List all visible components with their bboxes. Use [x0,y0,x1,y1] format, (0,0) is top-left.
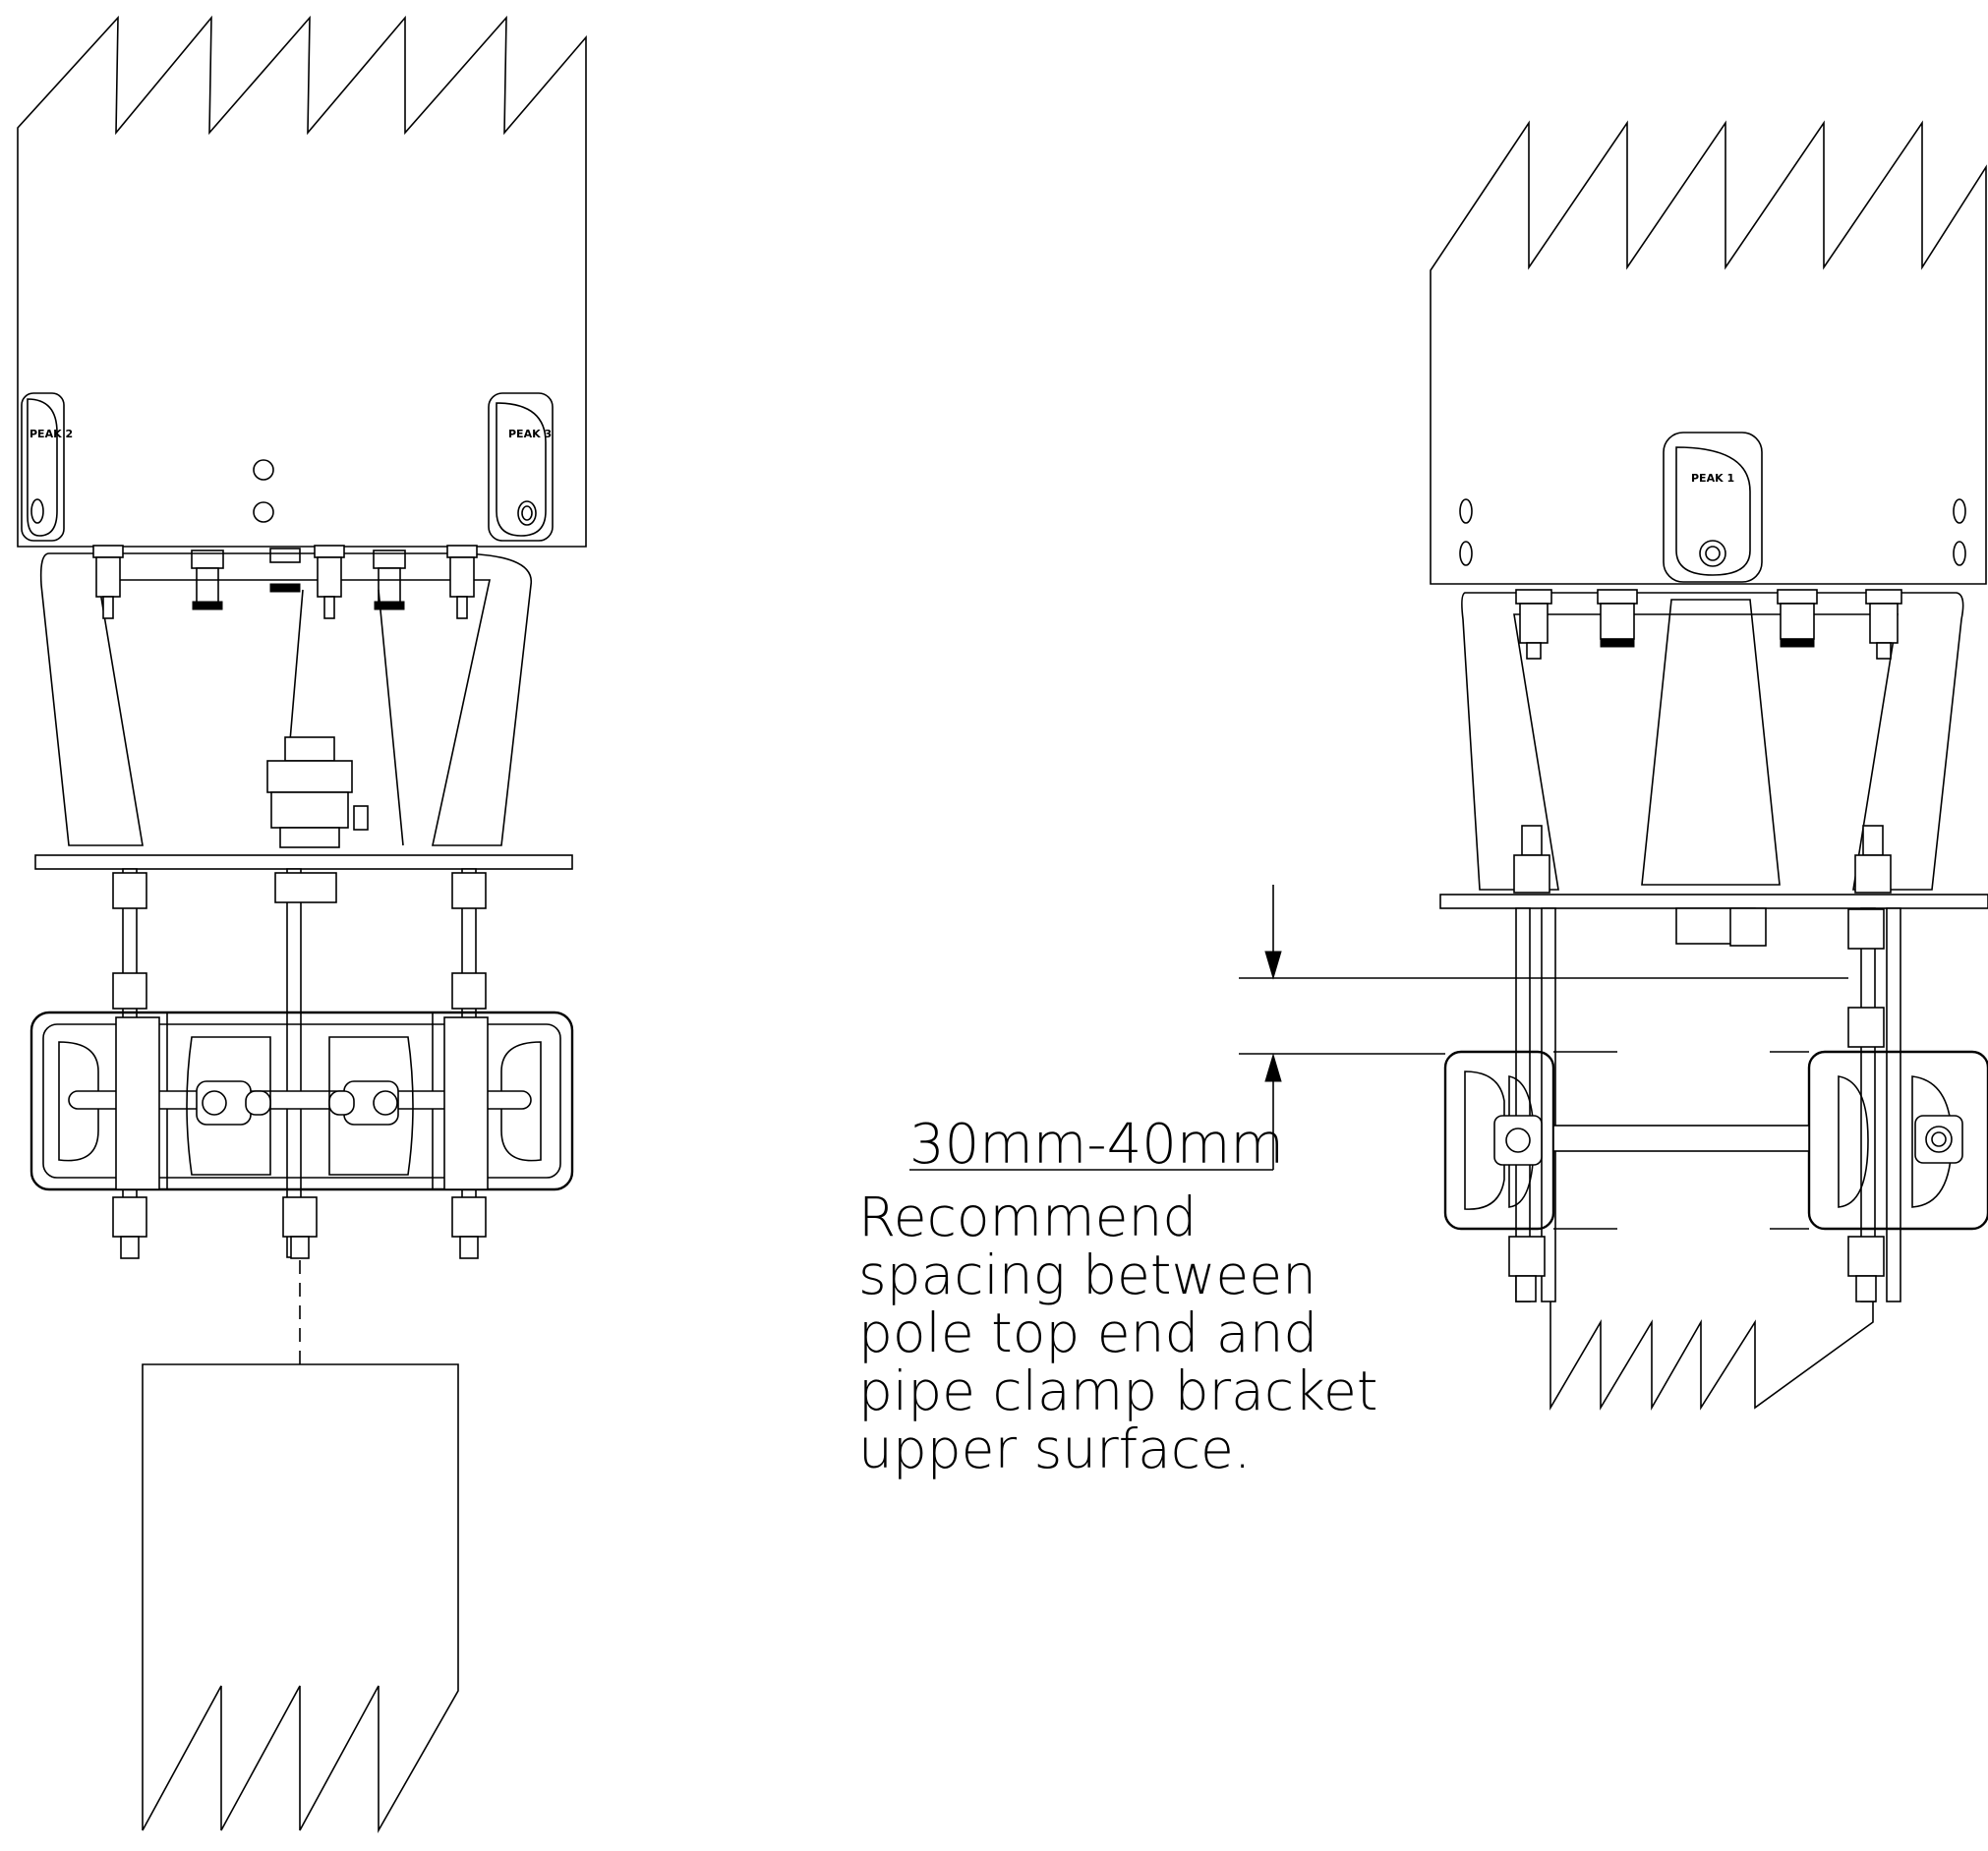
right-top-bolts [1515,589,1902,660]
note-line-4: pipe clamp bracket [858,1359,1377,1422]
left-hole-top [253,459,274,481]
port-plate-peak-3: PEAK 3 [488,392,554,542]
left-top-bolts [92,545,478,619]
right-pipe-clamp [1443,1050,1988,1231]
left-antenna-housing [17,15,587,548]
recommendation-note: Recommend spacing between pole top end a… [858,1186,1377,1480]
right-connectors [1597,589,1818,648]
dimension-lines [909,885,1848,1171]
left-center-stud [266,736,369,848]
left-bracket [39,552,532,846]
right-hole-3 [1953,498,1966,524]
right-pole [1549,1301,1874,1411]
note-line-3: pole top end and [858,1301,1317,1364]
right-rod-nuts [1508,908,1885,1302]
note-line-1: Recommend [858,1186,1197,1248]
left-pipe-clamp [29,1011,574,1191]
right-mounting-plate [1439,894,1988,909]
right-hole-2 [1459,541,1473,566]
right-center-stem [1641,599,1781,886]
port-label-peak-2: PEAK 2 [29,428,73,440]
right-hole-4 [1953,541,1966,566]
dimension-value: 30mm-40mm [909,1113,1284,1177]
right-hole-1 [1459,498,1473,524]
right-antenna-housing [1430,120,1987,585]
port-plate-peak-2: PEAK 2 [21,392,73,542]
left-view: PEAK 2 PEAK 3 [17,15,587,1834]
right-plate-nut [1729,907,1767,947]
right-threaded-rods [1515,907,1901,1302]
left-rod-nuts [112,872,487,1259]
port-plate-peak-1: PEAK 1 [1663,432,1763,583]
left-mounting-plate [34,854,573,870]
left-pole [142,1363,459,1834]
port-label-peak-3: PEAK 3 [508,428,552,440]
right-view: PEAK 1 [909,120,1988,1411]
right-lower-bolts [1513,825,1892,894]
note-line-2: spacing between [858,1244,1316,1306]
port-label-peak-1: PEAK 1 [1691,472,1734,485]
left-connectors [191,548,406,610]
left-hole-bottom [253,501,274,523]
note-line-5: upper surface. [858,1417,1251,1480]
